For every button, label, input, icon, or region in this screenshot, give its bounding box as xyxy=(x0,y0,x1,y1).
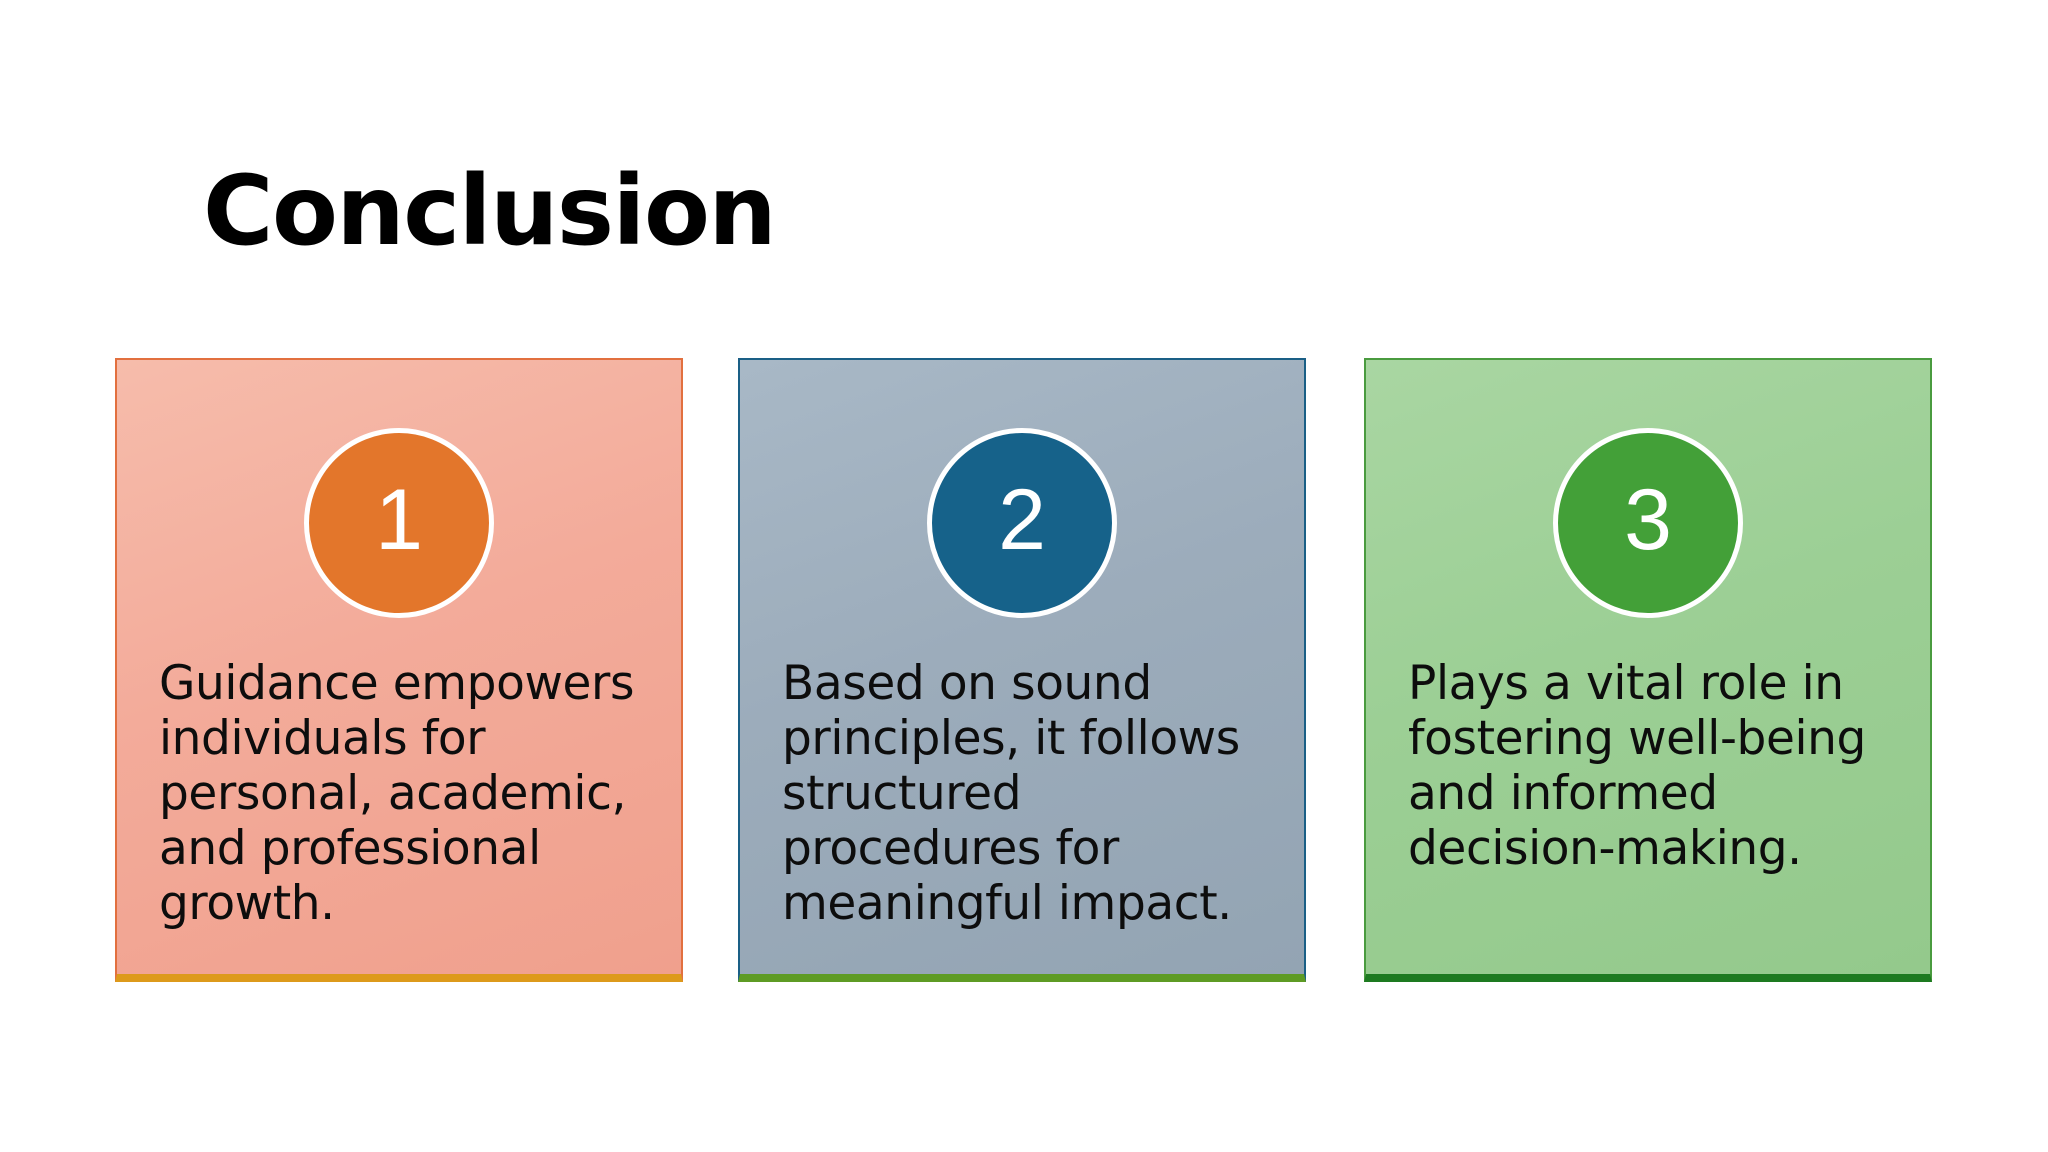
card-3-number-badge: 3 xyxy=(1553,428,1743,618)
card-3-number-label: 3 xyxy=(1624,472,1672,568)
card-2-number-label: 2 xyxy=(998,472,1046,568)
card-2-body: 2 Based on sound principles, it follows … xyxy=(738,358,1306,982)
card-1-number-label: 1 xyxy=(375,472,423,568)
card-1-number-badge: 1 xyxy=(304,428,494,618)
card-3-body: 3 Plays a vital role in fostering well-b… xyxy=(1364,358,1932,982)
card-2-number-badge: 2 xyxy=(927,428,1117,618)
card-3-text: Plays a vital role in fostering well-bei… xyxy=(1408,656,1866,876)
conclusion-card-2[interactable]: 2 Based on sound principles, it follows … xyxy=(738,358,1306,982)
conclusion-card-3[interactable]: 3 Plays a vital role in fostering well-b… xyxy=(1364,358,1932,982)
card-1-body: 1 Guidance empowers individuals for pers… xyxy=(115,358,683,982)
cards-row: 1 Guidance empowers individuals for pers… xyxy=(0,358,2048,998)
page-title: Conclusion xyxy=(203,155,777,267)
conclusion-card-1[interactable]: 1 Guidance empowers individuals for pers… xyxy=(115,358,683,982)
card-2-text: Based on sound principles, it follows st… xyxy=(782,656,1240,931)
card-1-text: Guidance empowers individuals for person… xyxy=(159,656,635,931)
